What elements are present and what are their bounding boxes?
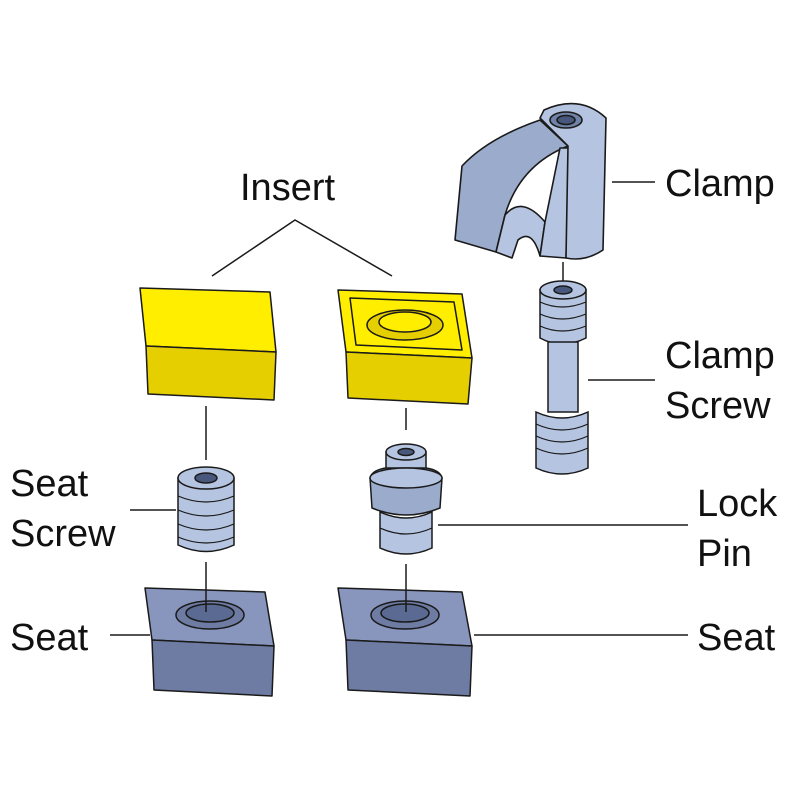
label-lock-pin-line2: Pin bbox=[697, 533, 752, 575]
label-seat-screw-line2: Screw bbox=[10, 513, 116, 555]
clamp-screw-lower-threads bbox=[535, 410, 589, 475]
label-clamp: Clamp bbox=[665, 163, 775, 205]
insert-right-front bbox=[345, 351, 473, 405]
seat-right-part bbox=[337, 587, 473, 697]
clamp-screw-part bbox=[535, 280, 589, 475]
leader-lines bbox=[110, 181, 688, 636]
leader-insert bbox=[211, 219, 393, 277]
clamp-hole-inner bbox=[556, 114, 576, 126]
clamp-screw-socket bbox=[553, 285, 573, 295]
seat-screw-body bbox=[177, 477, 235, 553]
seat-screw-socket bbox=[194, 472, 218, 484]
axis-lines bbox=[205, 262, 564, 612]
label-clamp-screw-line2: Screw bbox=[665, 385, 771, 427]
lock-pin-lower bbox=[379, 510, 433, 555]
label-insert: Insert bbox=[240, 167, 335, 209]
label-seat-screw-line1: Seat bbox=[10, 463, 89, 505]
seat-left-front bbox=[151, 639, 275, 697]
lock-pin-socket bbox=[397, 447, 415, 457]
label-lock-pin-line1: Lock bbox=[697, 483, 778, 525]
clamp-screw-shank bbox=[547, 341, 579, 413]
lock-pin-part bbox=[369, 443, 443, 555]
insert-left-part bbox=[139, 287, 277, 401]
insert-left-front bbox=[145, 345, 277, 401]
clamp-body-left bbox=[539, 147, 571, 259]
label-seat-right: Seat bbox=[697, 617, 776, 659]
seat-screw-part bbox=[177, 466, 235, 553]
clamp-cylinder-face bbox=[539, 102, 607, 260]
seat-right-front bbox=[345, 639, 473, 697]
label-seat-left: Seat bbox=[10, 617, 89, 659]
labels: Insert Clamp Clamp Screw Seat Screw Lock… bbox=[10, 163, 778, 659]
insert-right-hole-inner bbox=[378, 311, 432, 333]
insert-left-top bbox=[139, 287, 277, 353]
insert-right-part bbox=[337, 289, 473, 405]
clamp-part bbox=[454, 102, 607, 260]
label-clamp-screw-line1: Clamp bbox=[665, 335, 775, 377]
seat-left-part bbox=[144, 587, 275, 697]
insert-right-rim bbox=[349, 297, 463, 351]
